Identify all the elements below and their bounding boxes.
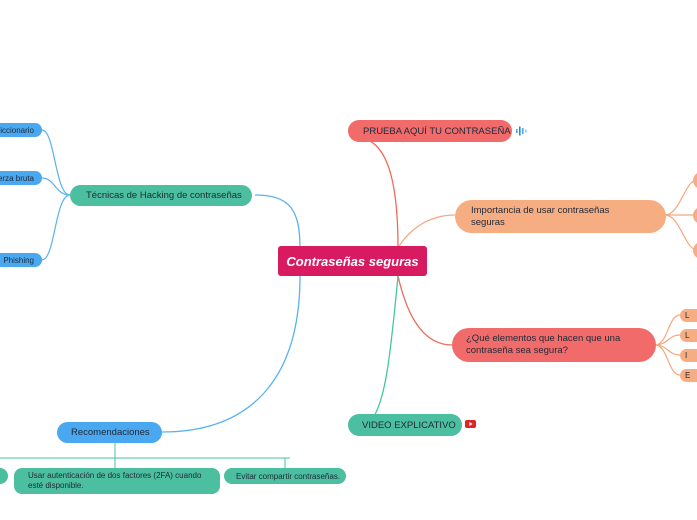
video-node[interactable]: VIDEO EXPLICATIVO: [348, 414, 462, 436]
tecnicas-child-label: Phishing: [3, 255, 34, 265]
tecnicas-child[interactable]: Fuerza bruta: [0, 171, 42, 185]
link-elementos-c1: [654, 314, 681, 346]
elementos-child[interactable]: E: [680, 369, 697, 382]
link-elementos-c4: [654, 344, 681, 376]
importancia-child-2[interactable]: [693, 207, 697, 224]
recomendaciones-node[interactable]: Recomendaciones: [57, 422, 162, 443]
link-video: [369, 275, 399, 423]
elementos-child-label: I: [685, 351, 688, 360]
link-tecnicas-c1: [41, 129, 71, 196]
audio-wave-icon[interactable]: [515, 125, 527, 137]
elementos-child-label: E: [685, 371, 691, 380]
elementos-child-label: L: [685, 331, 690, 340]
link-tecnicas-c2: [41, 177, 71, 196]
link-tecnicas-c3: [41, 194, 71, 261]
importancia-child-3[interactable]: [693, 242, 697, 259]
tecnicas-child-label: Diccionario: [0, 125, 34, 135]
central-topic[interactable]: Contraseñas seguras: [278, 246, 427, 276]
importancia-node[interactable]: Importancia de usar contraseñas seguras: [455, 200, 666, 233]
prueba-node[interactable]: PRUEBA AQUÍ TU CONTRASEÑA: [348, 120, 512, 142]
tecnicas-child-label: Fuerza bruta: [0, 173, 34, 183]
tecnicas-label: Técnicas de Hacking de contraseñas: [86, 190, 242, 201]
link-elementos: [397, 275, 453, 346]
link-tecnicas: [254, 194, 301, 249]
youtube-icon[interactable]: [465, 420, 476, 428]
elementos-label: ¿Qué elementos que hacen que una contras…: [466, 333, 621, 356]
tecnicas-node[interactable]: Técnicas de Hacking de contraseñas: [70, 185, 252, 206]
elementos-child[interactable]: L: [680, 309, 697, 322]
video-label: VIDEO EXPLICATIVO: [362, 419, 456, 431]
central-topic-label: Contraseñas seguras: [286, 253, 419, 269]
recomendaciones-child-label: Evitar compartir contraseñas.: [236, 471, 341, 481]
link-importancia-c3: [664, 214, 697, 251]
recomendaciones-child-label: Usar autenticación de dos factores (2FA)…: [28, 471, 202, 490]
tecnicas-child[interactable]: Diccionario: [0, 123, 42, 137]
recomendaciones-child[interactable]: Usar autenticación de dos factores (2FA)…: [14, 468, 220, 494]
importancia-child-1[interactable]: [693, 172, 697, 189]
recomendaciones-child[interactable]: Evitar compartir contraseñas.: [224, 468, 346, 484]
tecnicas-child[interactable]: Phishing: [0, 253, 42, 267]
elementos-child-label: L: [685, 311, 690, 320]
elementos-child[interactable]: I: [680, 349, 697, 362]
recomendaciones-label: Recomendaciones: [71, 427, 150, 438]
elementos-node[interactable]: ¿Qué elementos que hacen que una contras…: [452, 328, 656, 362]
recomendaciones-child[interactable]: [0, 468, 8, 484]
importancia-label: Importancia de usar contraseñas seguras: [471, 204, 610, 228]
link-importancia: [397, 214, 456, 249]
prueba-label: PRUEBA AQUÍ TU CONTRASEÑA: [363, 125, 511, 137]
link-importancia-c1: [664, 179, 697, 216]
link-prueba: [367, 139, 399, 249]
link-recomendaciones: [161, 275, 301, 433]
elementos-child[interactable]: L: [680, 329, 697, 342]
